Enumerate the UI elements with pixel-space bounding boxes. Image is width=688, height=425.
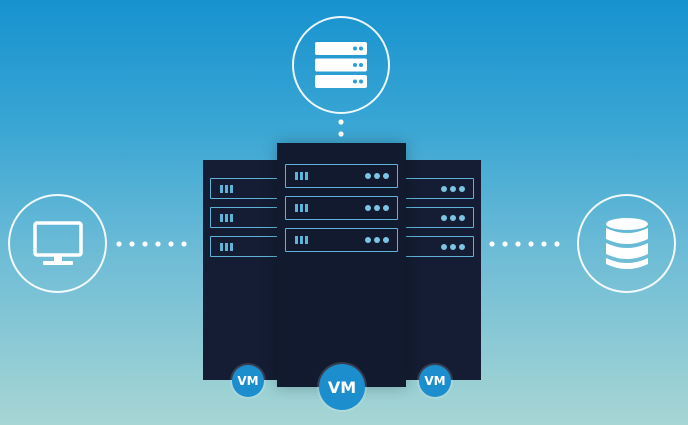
rack-unit — [285, 196, 398, 220]
server-stack-node — [292, 16, 390, 114]
status-lights-icon — [441, 185, 465, 192]
status-lights-icon — [365, 173, 389, 179]
rack-unit — [400, 236, 474, 257]
vm-badge-left: VM — [232, 365, 264, 397]
database-icon — [605, 217, 648, 269]
database-node — [577, 194, 676, 293]
top-connector — [338, 119, 344, 137]
rack-unit — [400, 207, 474, 228]
status-lights-icon — [365, 205, 389, 211]
rack-unit — [400, 178, 474, 199]
drive-bars-icon — [295, 204, 308, 212]
status-lights-icon — [365, 237, 389, 243]
status-lights-icon — [441, 214, 465, 221]
drive-bars-icon — [220, 184, 233, 193]
server-stack-icon — [315, 42, 367, 88]
right-connector — [489, 241, 560, 247]
rack-unit — [285, 228, 398, 252]
rack-unit — [210, 207, 280, 228]
monitor-icon — [32, 220, 83, 265]
drive-bars-icon — [295, 172, 308, 180]
rack-unit — [285, 164, 398, 188]
status-lights-icon — [441, 243, 465, 250]
server-rack-center — [277, 143, 406, 387]
monitor-node — [8, 194, 107, 293]
vm-badge-center: VM — [319, 364, 365, 410]
left-connector — [116, 241, 187, 247]
rack-unit — [210, 178, 280, 199]
drive-bars-icon — [220, 242, 233, 251]
server-rack-left — [203, 160, 280, 380]
rack-unit — [210, 236, 280, 257]
drive-bars-icon — [295, 236, 308, 244]
vm-badge-right: VM — [419, 365, 451, 397]
server-rack-right — [400, 160, 481, 380]
drive-bars-icon — [220, 213, 233, 222]
